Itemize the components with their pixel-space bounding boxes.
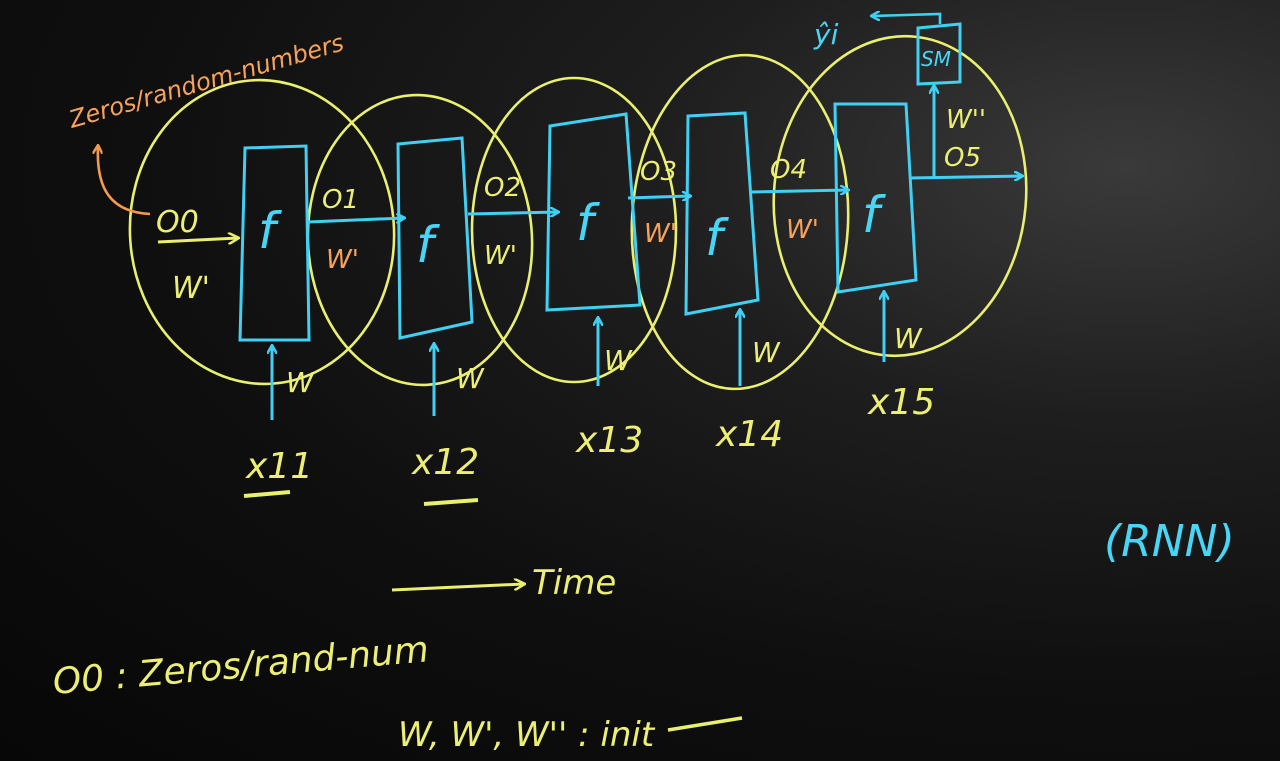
input-label-x11: x11 [245,446,313,487]
input-label-x15: x15 [867,382,935,423]
rnn-cell-1 [238,144,311,342]
o2-arrow [467,212,558,214]
cell-f-label-3: f [576,194,600,252]
softmax-label: SM [921,47,951,71]
o3-arrow [627,196,690,198]
input-weight-label-4: W [752,336,781,369]
recurrent-weight-label-5: W' [786,215,819,245]
recurrent-weight-label-4: W' [644,219,677,249]
footnote-weights: W, W', W'' : init [398,715,656,755]
recurrent-weight-label-3: W' [484,241,517,271]
o3-label: O3 [640,157,677,187]
cell-f-label-4: f [705,209,729,267]
init-underline [667,716,743,732]
cell-f-label-5: f [862,186,886,244]
rnn-cell-2 [396,136,474,340]
input-label-x12: x12 [411,442,479,483]
rnn-cell-4 [684,111,760,316]
timestep-circle-5 [772,34,1028,358]
o4-label: O4 [770,155,807,185]
recurrent-weight-label-2: W' [326,245,359,275]
footnote-o0: O0 : Zeros/rand-num [51,629,430,703]
rnn-cell-3 [545,112,642,312]
input-weight-label-3: W [604,344,633,377]
input-weight-label-5: W [894,322,923,355]
o5-arrow [909,176,1022,178]
output-weight-label: W'' [946,105,986,135]
o1-arrow [307,218,404,224]
model-tag: (RNN) [1104,516,1235,567]
input-label-x14: x14 [715,414,783,455]
o0-label: O0 [156,205,199,240]
timestep-circle-3 [470,76,678,384]
cell-f-label-2: f [416,216,440,274]
o2-label: O2 [484,173,521,203]
yhat-arrow [872,14,942,24]
input-weight-label-1: W [286,366,315,399]
init-note-arrow [98,146,151,216]
o0-arrow [157,238,238,242]
time-arrow [391,584,524,592]
rnn-cell-5 [833,102,918,294]
output-yhat-label: ŷi [813,18,839,51]
x12-underline [423,498,479,506]
recurrent-weight-label-1: W' [172,271,210,306]
cell-f-label-1: f [258,202,282,260]
softmax-box [916,22,962,86]
init-note: Zeros/random-numbers [65,28,347,134]
x11-underline [243,490,291,498]
input-label-x13: x13 [575,420,643,461]
input-weight-label-2: W [456,362,485,395]
o1-label: O1 [322,185,359,215]
time-label: Time [532,563,616,603]
o4-arrow [751,190,848,192]
o5-label: O5 [944,143,981,173]
